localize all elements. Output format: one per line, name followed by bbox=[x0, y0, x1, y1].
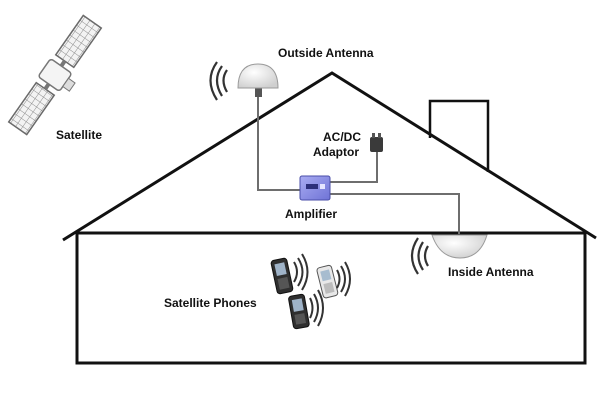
outside-antenna-mast bbox=[255, 84, 262, 97]
satellite-phones-label: Satellite Phones bbox=[164, 296, 257, 310]
satellite-label: Satellite bbox=[56, 128, 103, 142]
mobile-phone-icon bbox=[288, 293, 310, 330]
house bbox=[62, 71, 597, 365]
outside-antenna-label: Outside Antenna bbox=[278, 46, 374, 60]
adaptor-label-line1: AC/DC bbox=[323, 130, 361, 144]
mobile-phone-icon bbox=[270, 257, 294, 295]
adaptor-label-line2: Adaptor bbox=[313, 145, 359, 159]
cables bbox=[257, 95, 460, 234]
cable-outside-antenna-to-amplifier bbox=[257, 95, 300, 191]
satellite-icon bbox=[7, 14, 103, 136]
signal-waves-icon bbox=[209, 61, 228, 101]
adaptor bbox=[370, 133, 383, 152]
power-adaptor-icon bbox=[370, 137, 383, 152]
amplifier-label: Amplifier bbox=[285, 207, 338, 221]
inside-antenna-label: Inside Antenna bbox=[448, 265, 534, 279]
ceiling-antenna-icon bbox=[431, 234, 488, 259]
amplifier bbox=[299, 175, 331, 201]
house-body bbox=[75, 231, 587, 365]
cable-adaptor-to-amplifier bbox=[330, 152, 378, 183]
dome-antenna-icon bbox=[237, 63, 279, 89]
signal-waves-icon bbox=[309, 289, 324, 327]
inside-antenna bbox=[410, 234, 488, 275]
signal-waves-icon bbox=[293, 253, 309, 291]
outside-antenna bbox=[209, 61, 279, 101]
phones bbox=[270, 253, 351, 330]
house-chimney bbox=[428, 99, 490, 172]
mobile-phone-icon bbox=[316, 264, 339, 299]
house-roof bbox=[62, 71, 597, 242]
signal-waves-icon bbox=[410, 237, 429, 275]
signal-waves-icon bbox=[336, 261, 351, 297]
cable-amplifier-to-inside-antenna bbox=[330, 193, 460, 234]
